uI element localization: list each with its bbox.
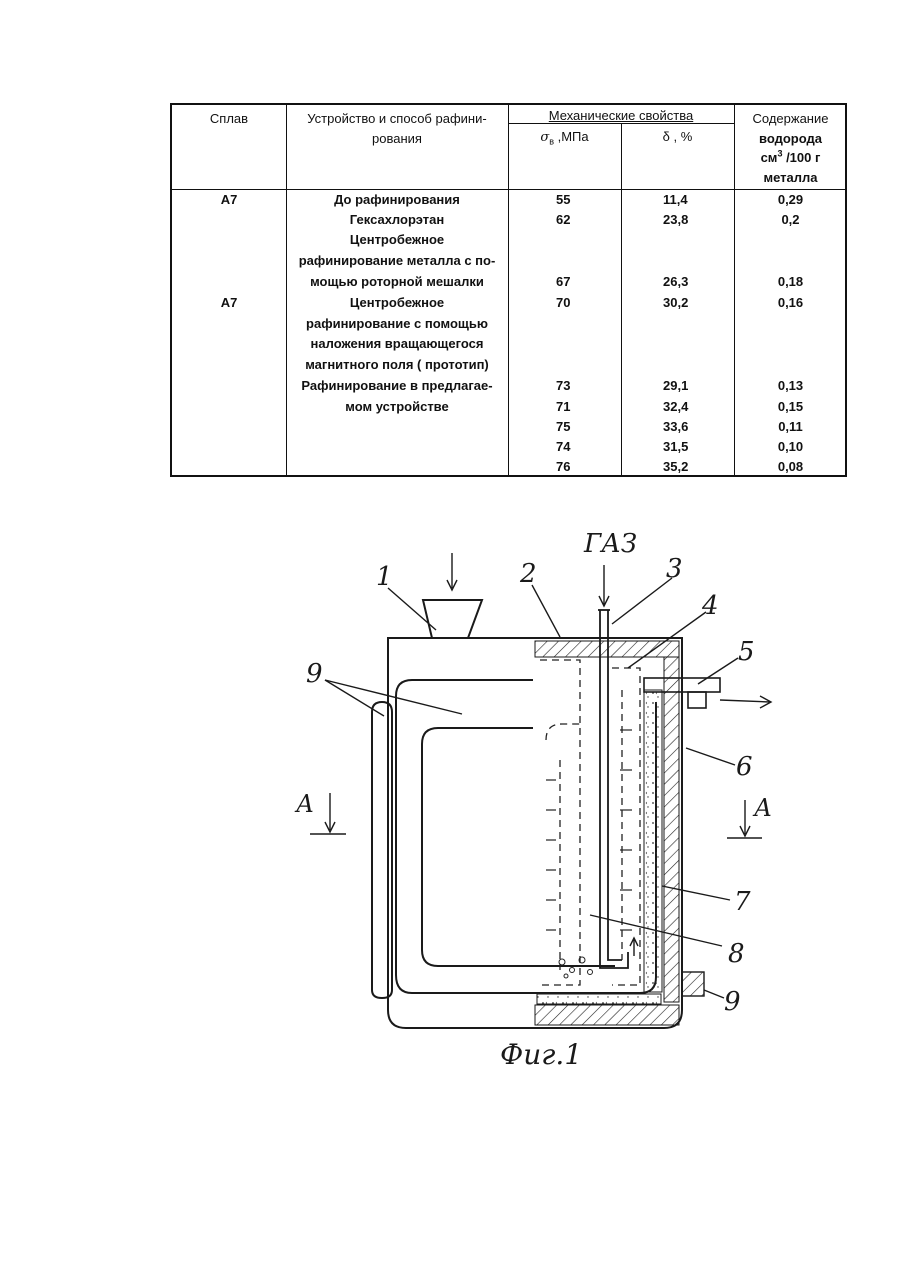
hydrogen-cell: 0,11: [734, 417, 847, 437]
alloy-cell: А7: [172, 190, 286, 210]
method-line: Гексахлорэтан: [286, 210, 508, 230]
sigma-cell: 67: [556, 272, 570, 292]
device-drawing: ГАЗ 1 2 3 4 5 6 7 8 9 9 А А Фиг.1: [0, 500, 901, 1100]
sigma-cell: 71: [556, 397, 570, 417]
hydrogen-cell: 0,13: [734, 376, 847, 396]
gas-label: ГАЗ: [583, 529, 637, 559]
vessel-body: [372, 600, 682, 1028]
callout-9-left: 9: [306, 659, 323, 689]
method-line: До рафинирования: [286, 190, 508, 210]
callout-1: 1: [376, 562, 393, 592]
callout-7: 7: [734, 887, 751, 917]
method-line: наложения вращающегося: [286, 334, 508, 354]
callout-6: 6: [736, 752, 753, 782]
hydrogen-cell: 0,08: [734, 457, 847, 477]
hydrogen-cell: 0,10: [734, 437, 847, 457]
header-sigma: σв ,МПа: [508, 129, 621, 150]
sigma-cell: 70: [556, 293, 570, 313]
hydrogen-cell: 0,16: [734, 293, 847, 313]
delta-cell: 35,2: [663, 457, 688, 477]
delta-cell: 29,1: [663, 376, 688, 396]
section-label-right: А: [752, 794, 772, 822]
method-line: Центробежное: [286, 293, 508, 313]
method-line: магнитного поля ( прототип): [286, 355, 508, 375]
melt-marks: [546, 730, 632, 930]
header-hydrogen-line4: металла: [734, 170, 847, 186]
delta-cell: 33,6: [663, 417, 688, 437]
method-line: рафинирование металла с по-: [286, 251, 508, 271]
delta-cell: 31,5: [663, 437, 688, 457]
method-line: мом устройстве: [286, 397, 508, 417]
header-mechanical-properties: Механические свойства: [508, 108, 734, 124]
figure-caption: Фиг.1: [500, 1038, 582, 1071]
delta-cell: 23,8: [663, 210, 688, 230]
callout-5: 5: [738, 637, 755, 667]
table-divider: [621, 124, 622, 475]
method-line: мощью роторной мешалки: [286, 272, 508, 292]
callout-3: 3: [666, 554, 683, 584]
header-method-line2: рования: [286, 131, 508, 147]
header-hydrogen-line2: водорода: [734, 131, 847, 147]
sigma-cell: 75: [556, 417, 570, 437]
method-line: рафинирование с помощью: [286, 314, 508, 334]
sigma-cell: 74: [556, 437, 570, 457]
delta-cell: 32,4: [663, 397, 688, 417]
table-divider: [508, 105, 509, 475]
header-method-line1: Устройство и способ рафини-: [286, 111, 508, 127]
header-alloy: Сплав: [172, 111, 286, 127]
section-marker-left: [310, 793, 346, 834]
callout-4: 4: [701, 591, 719, 621]
properties-table: Сплав Устройство и способ рафини- ровани…: [170, 103, 847, 477]
callout-8: 8: [728, 939, 745, 969]
gas-tube: [598, 610, 628, 968]
bottom-plug: [682, 972, 704, 996]
header-delta: δ , %: [621, 129, 734, 145]
delta-cell: 26,3: [663, 272, 688, 292]
sigma-cell: 76: [556, 457, 570, 477]
hydrogen-cell: 0,15: [734, 397, 847, 417]
callout-9-right: 9: [724, 987, 741, 1017]
header-hydrogen-line3: см3 /100 г: [734, 150, 847, 166]
delta-cell: 11,4: [663, 190, 688, 210]
sigma-cell: 55: [556, 190, 570, 210]
sigma-cell: 73: [556, 376, 570, 396]
method-line: Рафинирование в предлагае-: [286, 376, 508, 396]
section-label-left: А: [294, 790, 314, 818]
hydrogen-cell: 0,2: [734, 210, 847, 230]
header-hydrogen-line1: Содержание: [734, 111, 847, 127]
callout-2: 2: [519, 559, 537, 589]
bubbles: [559, 957, 593, 978]
sigma-cell: 62: [556, 210, 570, 230]
rotor-chamber: [540, 660, 640, 985]
hydrogen-cell: 0,18: [734, 272, 847, 292]
alloy-cell: А7: [172, 293, 286, 313]
method-line: Центробежное: [286, 230, 508, 250]
hydrogen-cell: 0,29: [734, 190, 847, 210]
delta-cell: 30,2: [663, 293, 688, 313]
